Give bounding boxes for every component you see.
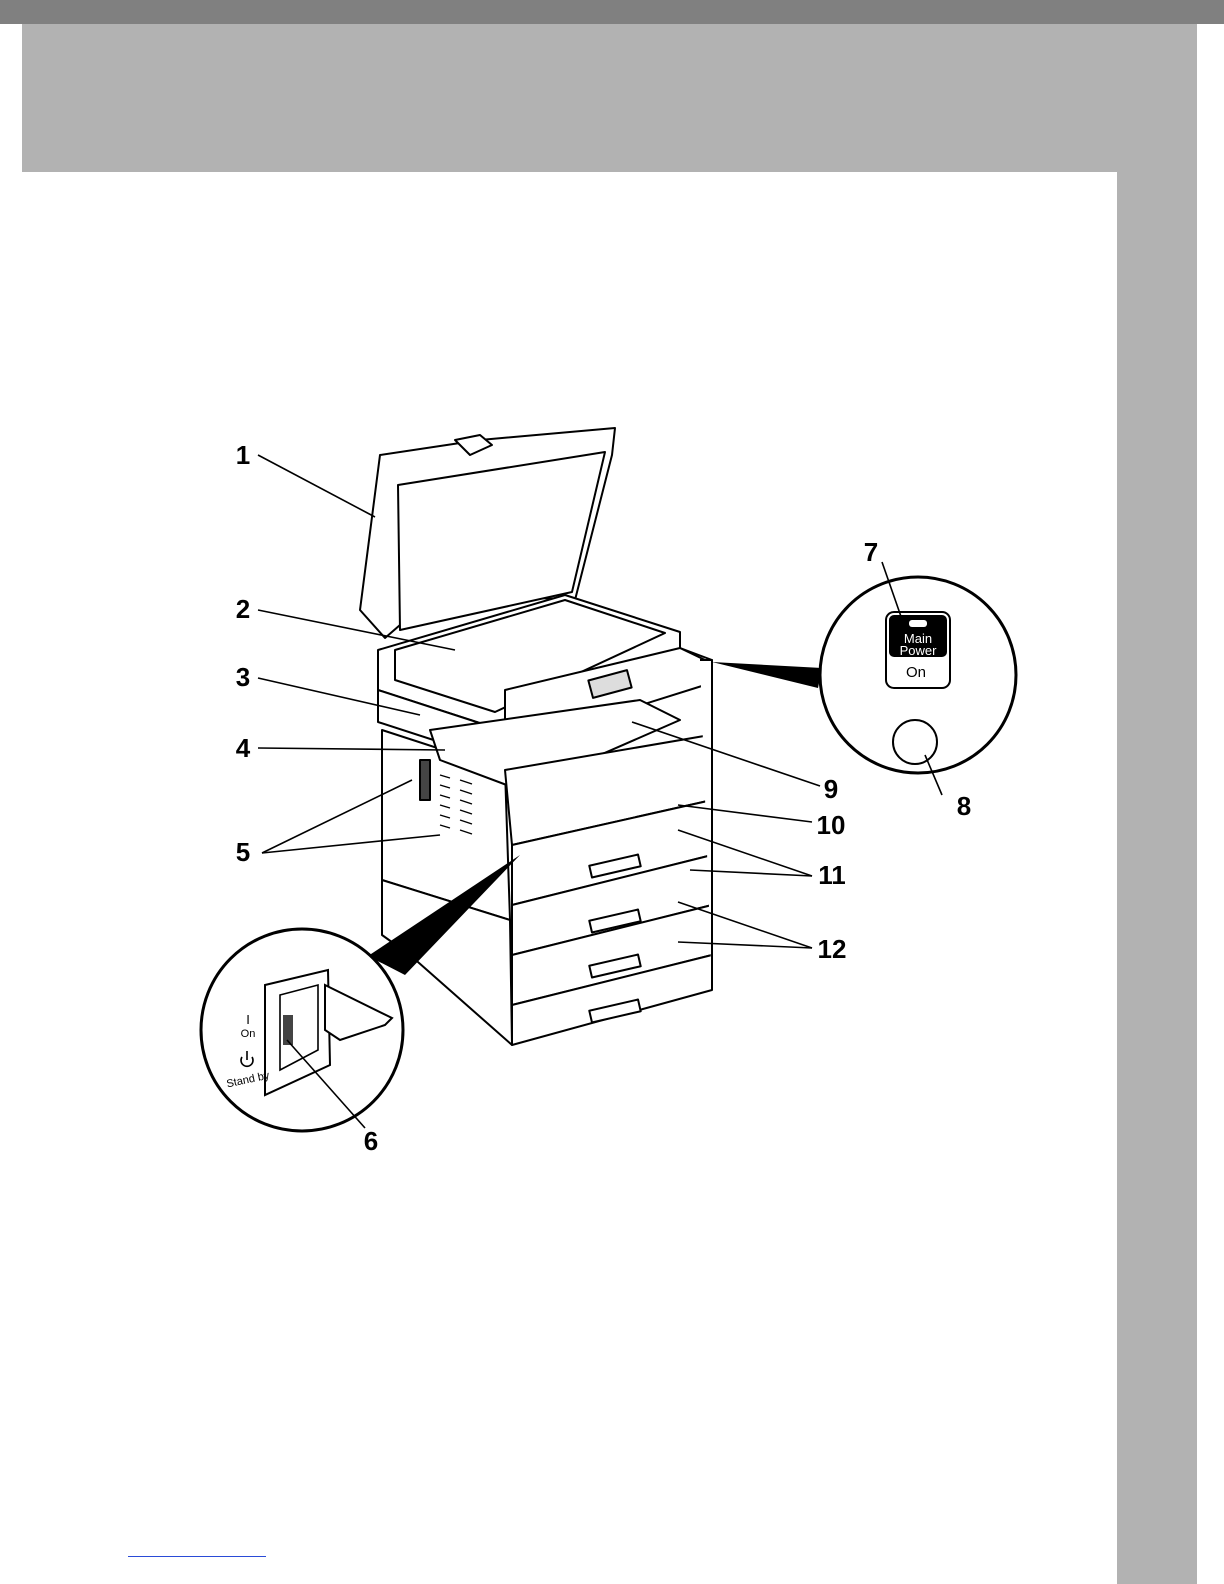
switch-on-label: On bbox=[241, 1028, 256, 1040]
callout-11: 11 bbox=[818, 860, 846, 890]
callout-10: 10 bbox=[817, 810, 846, 840]
footer-link-underline[interactable] bbox=[128, 1556, 266, 1557]
callout-6: 6 bbox=[364, 1126, 378, 1156]
callout-12: 12 bbox=[818, 934, 847, 964]
main-power-label-on: On bbox=[906, 664, 926, 681]
callout-1: 1 bbox=[236, 440, 250, 470]
callout-2: 2 bbox=[236, 594, 250, 624]
switch-on-symbol: I bbox=[246, 1012, 250, 1027]
operation-switch-inset: I On Stand by bbox=[201, 929, 403, 1131]
power-button-inset: Main Power On bbox=[820, 577, 1016, 773]
callout-9: 9 bbox=[824, 774, 838, 804]
main-power-switch bbox=[893, 720, 937, 764]
callout-5: 5 bbox=[236, 837, 250, 867]
callout-4: 4 bbox=[236, 733, 251, 763]
callout-3: 3 bbox=[236, 662, 250, 692]
main-power-label-power: Power bbox=[900, 643, 938, 658]
callout-7: 7 bbox=[864, 537, 878, 567]
callout-8: 8 bbox=[957, 791, 971, 821]
main-power-indicator-icon bbox=[909, 620, 927, 627]
power-inset-pointer bbox=[712, 662, 822, 688]
